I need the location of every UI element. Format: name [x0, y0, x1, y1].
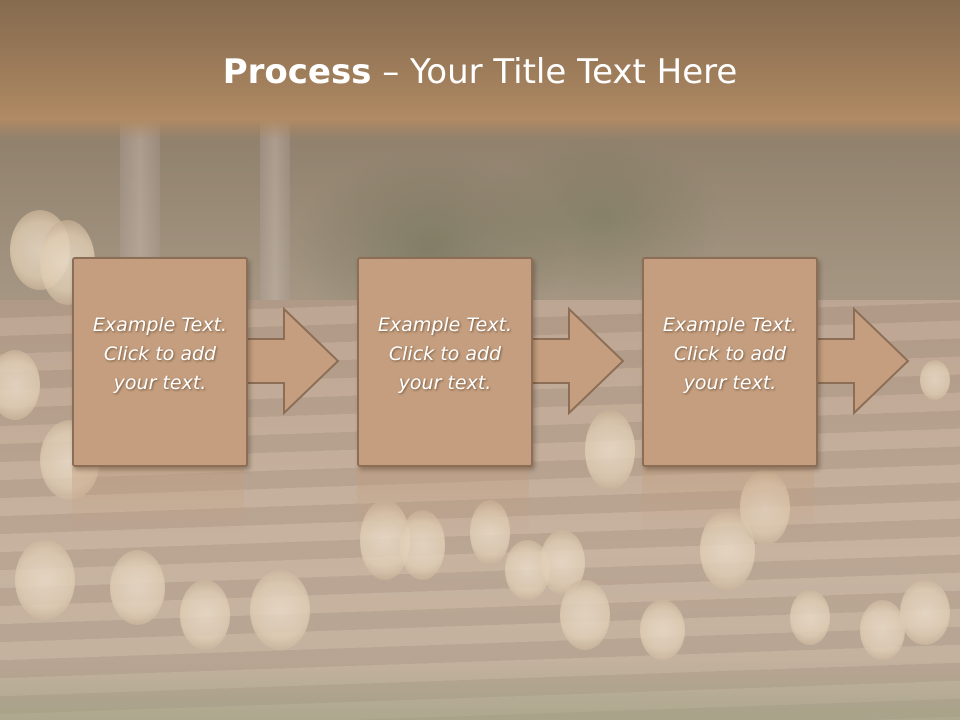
step-reflection: [72, 467, 244, 537]
process-step-1[interactable]: Example Text. Click to add your text.: [72, 257, 412, 467]
log-end: [400, 510, 445, 580]
log-end: [860, 600, 905, 660]
step-box[interactable]: Example Text. Click to add your text.: [72, 257, 248, 467]
log-end: [640, 600, 685, 660]
step-text-line: your text.: [113, 372, 207, 394]
log-end: [900, 580, 950, 645]
log-end: [470, 500, 510, 565]
log-end: [920, 360, 950, 400]
step-text-line: Click to add: [673, 343, 787, 365]
grass: [0, 660, 960, 720]
log-end: [585, 410, 635, 490]
step-box[interactable]: Example Text. Click to add your text.: [642, 257, 818, 467]
step-text-line: Example Text.: [662, 314, 798, 336]
slide-title[interactable]: Process – Your Title Text Here: [0, 52, 960, 92]
log-end: [740, 470, 790, 545]
log-end: [790, 590, 830, 645]
log-end: [110, 550, 165, 625]
step-reflection: [642, 467, 814, 537]
step-text-line: Example Text.: [92, 314, 228, 336]
step-text-line: Click to add: [388, 343, 502, 365]
log-end: [250, 570, 310, 650]
title-bold-part: Process: [222, 52, 372, 92]
log-end: [560, 580, 610, 650]
step-text[interactable]: Example Text. Click to add your text.: [74, 311, 246, 398]
step-text-line: your text.: [398, 372, 492, 394]
log-end: [0, 350, 40, 420]
step-text[interactable]: Example Text. Click to add your text.: [359, 311, 531, 398]
step-text-line: Example Text.: [377, 314, 513, 336]
step-text-line: Click to add: [103, 343, 217, 365]
step-reflection: [357, 467, 529, 537]
step-text-line: your text.: [683, 372, 777, 394]
title-rest-part: – Your Title Text Here: [371, 52, 738, 92]
process-step-2[interactable]: Example Text. Click to add your text.: [357, 257, 697, 467]
log-end: [180, 580, 230, 650]
title-band: [0, 0, 960, 140]
step-box[interactable]: Example Text. Click to add your text.: [357, 257, 533, 467]
step-text[interactable]: Example Text. Click to add your text.: [644, 311, 816, 398]
log-end: [15, 540, 75, 620]
process-step-3[interactable]: Example Text. Click to add your text.: [642, 257, 942, 467]
